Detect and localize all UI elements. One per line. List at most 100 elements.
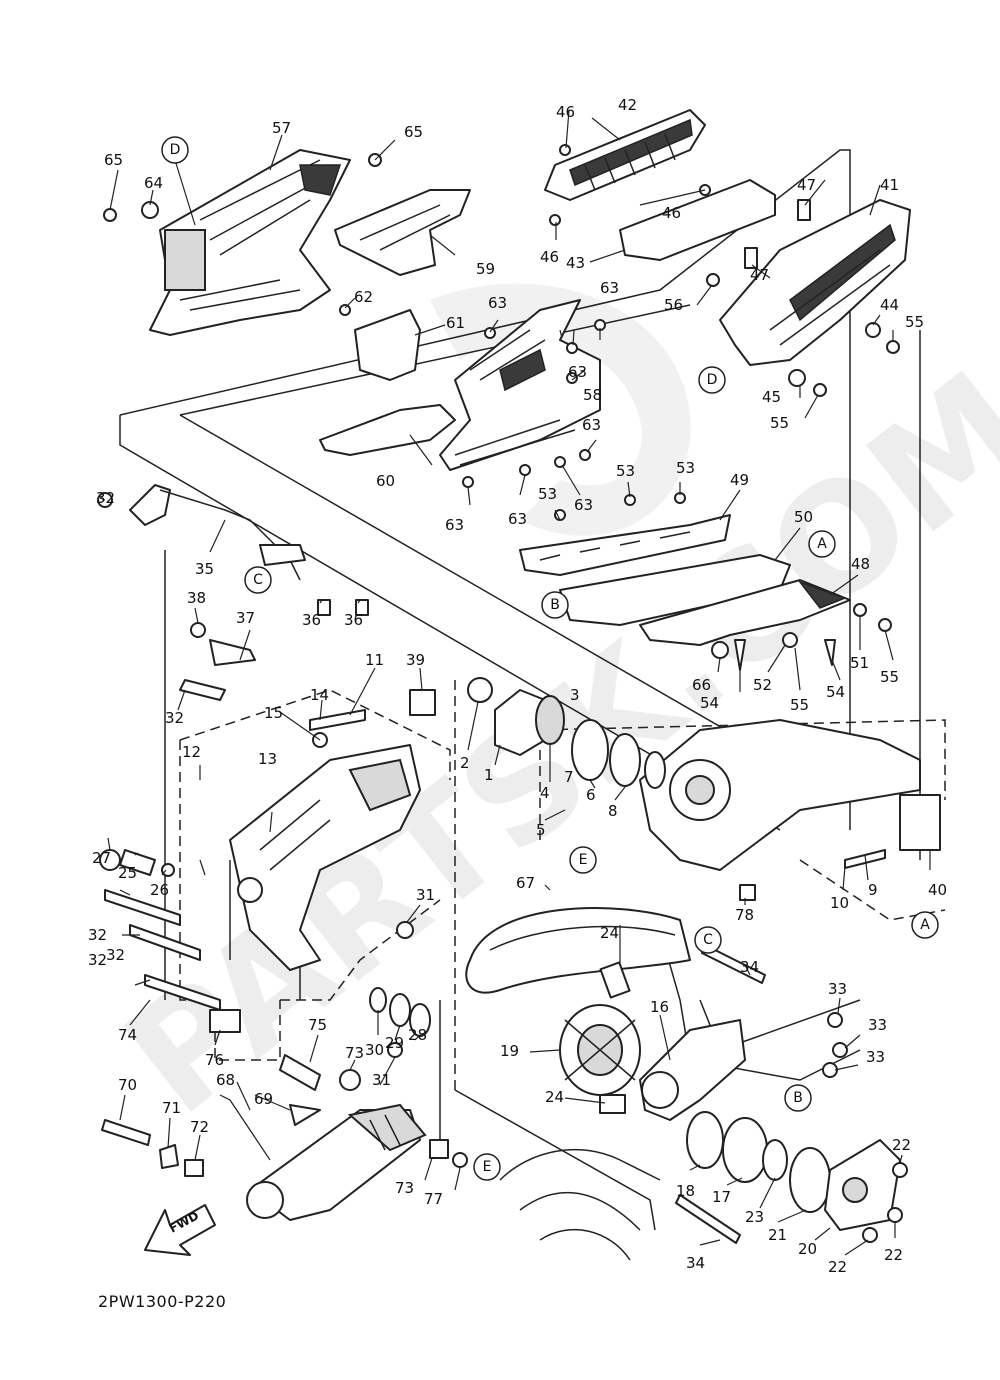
ref-marker-d-right: D (698, 366, 726, 394)
part-label: 55 (770, 414, 789, 432)
ref-marker-b-top: B (541, 591, 569, 619)
part-label: 48 (851, 555, 870, 573)
part-label: 67 (516, 874, 535, 892)
part-label: 46 (662, 204, 681, 222)
ref-marker-c-mid: C (694, 926, 722, 954)
part-label: 23 (745, 1208, 764, 1226)
part-label: 50 (794, 508, 813, 526)
part-label: 45 (762, 388, 781, 406)
part-label: 63 (508, 510, 527, 528)
part-label: 14 (310, 686, 329, 704)
part-label: 35 (195, 560, 214, 578)
svg-text:B: B (550, 597, 560, 613)
part-label: 34 (686, 1254, 705, 1272)
part-label: 52 (753, 676, 772, 694)
part-61-block (354, 309, 421, 381)
part-label: 37 (236, 609, 255, 627)
part-label: 72 (190, 1118, 209, 1136)
part-label: 44 (880, 296, 899, 314)
part-label: 55 (880, 668, 899, 686)
part-label: 53 (616, 462, 635, 480)
part-label: 49 (730, 471, 749, 489)
part-label: 58 (583, 386, 602, 404)
part-label: 53 (676, 459, 695, 477)
part-label: 8 (608, 802, 618, 820)
part-label: 15 (264, 704, 283, 722)
part-label: 36 (344, 611, 363, 629)
part-label: 76 (205, 1051, 224, 1069)
svg-text:E: E (579, 852, 588, 868)
part-label: 25 (118, 864, 137, 882)
ref-marker-e-bottom: E (473, 1153, 501, 1181)
ref-marker-c-top: C (244, 566, 272, 594)
part-label: 43 (566, 254, 585, 272)
part-label: 63 (574, 496, 593, 514)
part-label: 9 (868, 881, 878, 899)
part-label: 63 (600, 279, 619, 297)
bearing-stack-1-8 (467, 677, 666, 789)
part-label: 29 (385, 1034, 404, 1052)
frame-sketch (499, 1148, 661, 1261)
part-68-shock-absorber (246, 1103, 427, 1221)
part-label: 2 (460, 754, 470, 772)
reference-markers: D D A B C E C A (161, 136, 939, 1181)
part-label: 32 (106, 946, 125, 964)
part-label: 46 (540, 248, 559, 266)
part-label: 24 (600, 924, 619, 942)
part-label: 24 (545, 1088, 564, 1106)
part-label: 42 (618, 96, 637, 114)
ref-marker-d-top: D (161, 136, 189, 164)
part-label: 36 (302, 611, 321, 629)
ref-marker-a-mid: A (911, 911, 939, 939)
part-label: 12 (182, 743, 201, 761)
part-19-pulley (559, 1004, 641, 1096)
part-label: 63 (568, 363, 587, 381)
part-41-side-cover (719, 199, 911, 366)
part-label: 64 (144, 174, 163, 192)
part-16-housing (639, 1019, 746, 1121)
part-label: 16 (650, 998, 669, 1016)
svg-text:D: D (170, 142, 181, 158)
svg-text:B: B (793, 1090, 803, 1106)
part-label: 18 (676, 1182, 695, 1200)
svg-text:A: A (920, 917, 930, 933)
part-label: 68 (216, 1071, 235, 1089)
part-label: 71 (162, 1099, 181, 1117)
part-60-guard (319, 404, 456, 456)
part-label: 73 (395, 1179, 414, 1197)
part-58-guard (439, 299, 601, 471)
part-label: 63 (488, 294, 507, 312)
part-48-plate (639, 579, 851, 646)
part-label: 63 (582, 416, 601, 434)
part-label: 31 (372, 1071, 391, 1089)
part-label: 32 (165, 709, 184, 727)
triangle-marker-icon (289, 1104, 321, 1126)
svg-text:D: D (707, 372, 718, 388)
part-label: 33 (866, 1048, 885, 1066)
part-11-swing-arm (229, 744, 421, 971)
part-label: 32 (88, 926, 107, 944)
part-label: 78 (735, 906, 754, 924)
part-label: 4 (540, 784, 550, 802)
part-67-drive-belt (465, 907, 691, 994)
part-label: 11 (365, 651, 384, 669)
ref-marker-e-mid: E (569, 846, 597, 874)
part-label: 65 (404, 123, 423, 141)
small-parts (97, 144, 908, 1244)
part-label: 74 (118, 1026, 137, 1044)
diagram-code: 2PW1300-P220 (98, 1292, 227, 1311)
part-42-grille (544, 109, 706, 201)
part-label: 66 (692, 676, 711, 694)
part-label: 7 (564, 768, 574, 786)
part-label: 22 (828, 1258, 847, 1276)
part-label: 28 (408, 1026, 427, 1044)
part-label: 63 (445, 516, 464, 534)
part-label: 55 (905, 313, 924, 331)
part-label: 77 (424, 1190, 443, 1208)
part-final-drive-housing (639, 719, 941, 871)
part-label: 32 (88, 951, 107, 969)
part-label: 54 (826, 683, 845, 701)
part-57-bracket (149, 149, 351, 336)
part-label: 20 (798, 1240, 817, 1258)
